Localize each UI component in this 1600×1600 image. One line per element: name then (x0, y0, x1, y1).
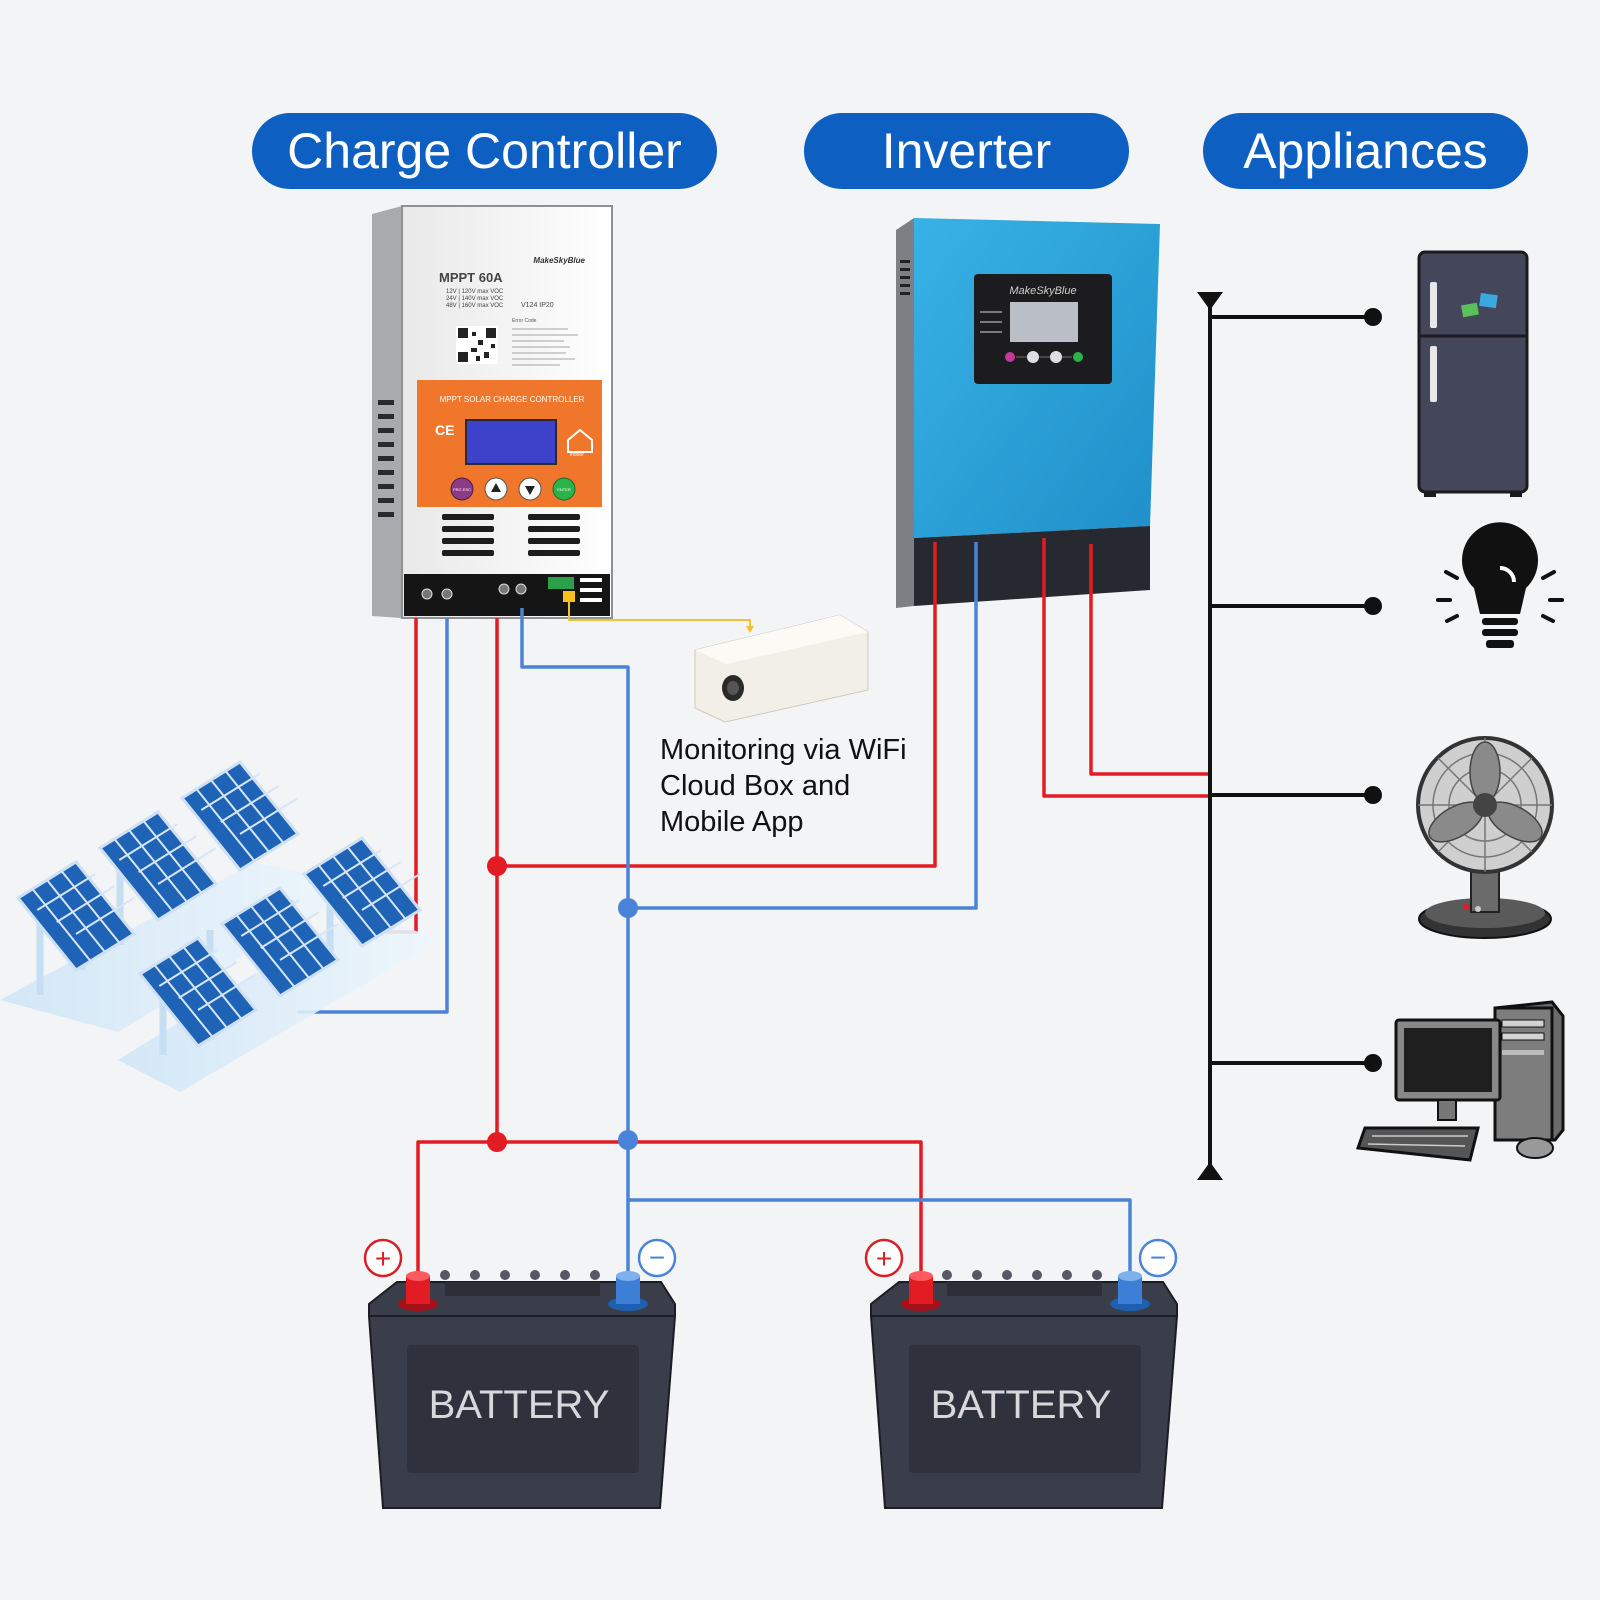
ac-output-wire-2 (1089, 544, 1210, 776)
error-code-heading: Error Code (512, 318, 537, 324)
inverter-positive-wire (497, 542, 937, 868)
battery-negative-bus (628, 1198, 1132, 1272)
computer-icon (1355, 1000, 1565, 1162)
ac-bus (1197, 292, 1382, 1180)
appliances-header: Appliances (1203, 113, 1528, 189)
positive-marker (363, 1238, 403, 1278)
controller-model: MPPT 60A (439, 270, 503, 285)
caption-line-3: Mobile App (660, 806, 804, 838)
esc-button-label: PRG ESC (453, 487, 471, 492)
charge-controller: MakeSkyBlue MPPT 60A 12V | 120V max VOC … (372, 205, 613, 619)
indoor-icon (567, 428, 593, 453)
caption-line-1: Monitoring via WiFi (660, 734, 907, 766)
inverter-negative-wire (628, 542, 978, 910)
light-bulb-icon (1436, 522, 1564, 648)
enter-button-label: ENTER (557, 487, 571, 492)
battery-icon: BATTERY + − (363, 1238, 677, 1509)
inverter-led-2 (1073, 352, 1083, 362)
controller-spec-2: 24V | 140V max VOC (446, 296, 504, 302)
bus-top-arrow-icon (1197, 292, 1223, 310)
bus-bottom-arrow-icon (1197, 1162, 1223, 1180)
negative-symbol: − (1150, 1242, 1166, 1273)
controller-vents (442, 514, 580, 556)
battery-positive-bus (416, 1140, 923, 1272)
controller-esc-button[interactable] (450, 477, 474, 501)
controller-panel-title: MPPT SOLAR CHARGE CONTROLLER (440, 395, 585, 404)
wifi-box-icon (694, 614, 869, 723)
fan-icon (1416, 736, 1554, 939)
controller-spec-3: 48V | 160V max VOC (446, 303, 504, 309)
controller-terminal-block (404, 574, 610, 616)
inverter-button-2[interactable] (1050, 351, 1062, 363)
ac-output-wire-1 (1042, 538, 1210, 798)
inverter-led-1 (1005, 352, 1015, 362)
positive-symbol: + (375, 1243, 391, 1274)
controller-battery-negative-wire (520, 608, 630, 1272)
controller-enter-button[interactable] (552, 477, 576, 501)
wifi-port (563, 591, 575, 602)
pv-negative-wire (298, 618, 449, 1014)
battery-icon: BATTERY + − (864, 1238, 1179, 1509)
negative-marker (637, 1238, 677, 1278)
inverter-button-1[interactable] (1027, 351, 1039, 363)
positive-marker (864, 1238, 904, 1278)
solar-panel-icon (180, 760, 300, 872)
ce-mark: CE (435, 422, 454, 438)
inverter-brand: MakeSkyBlue (1009, 285, 1076, 297)
battery-label: BATTERY (429, 1383, 610, 1427)
controller-brand: MakeSkyBlue (533, 256, 585, 265)
positive-symbol: + (876, 1243, 892, 1274)
inverter-lcd (1010, 302, 1078, 342)
junction-dot (487, 1132, 507, 1152)
junction-dot (618, 898, 638, 918)
controller-lcd (465, 419, 557, 465)
positive-terminal (909, 1271, 933, 1281)
indoor-label: indoor (570, 452, 584, 458)
negative-symbol: − (649, 1242, 665, 1273)
controller-spec-1: 12V | 120V max VOC (446, 289, 504, 295)
down-arrow-icon (525, 486, 535, 495)
negative-terminal (1118, 1271, 1142, 1281)
refrigerator-icon (1417, 250, 1529, 497)
wire-junctions (487, 856, 638, 1152)
solar-panel-array (0, 760, 440, 1092)
wifi-monitoring-caption: Monitoring via WiFi Cloud Box and Mobile… (660, 732, 907, 840)
caption-line-2: Cloud Box and (660, 770, 851, 802)
battery-label: BATTERY (931, 1383, 1112, 1427)
qr-code-icon (456, 326, 498, 364)
inverter-header: Inverter (804, 113, 1129, 189)
wifi-data-line (568, 602, 751, 628)
junction-dot (618, 1130, 638, 1150)
up-arrow-icon (491, 483, 501, 492)
negative-marker (1138, 1238, 1178, 1278)
charge-controller-header: Charge Controller (252, 113, 717, 189)
negative-terminal (616, 1271, 640, 1281)
controller-version: V124 IP20 (521, 302, 554, 309)
junction-dot (487, 856, 507, 876)
positive-terminal (406, 1271, 430, 1281)
